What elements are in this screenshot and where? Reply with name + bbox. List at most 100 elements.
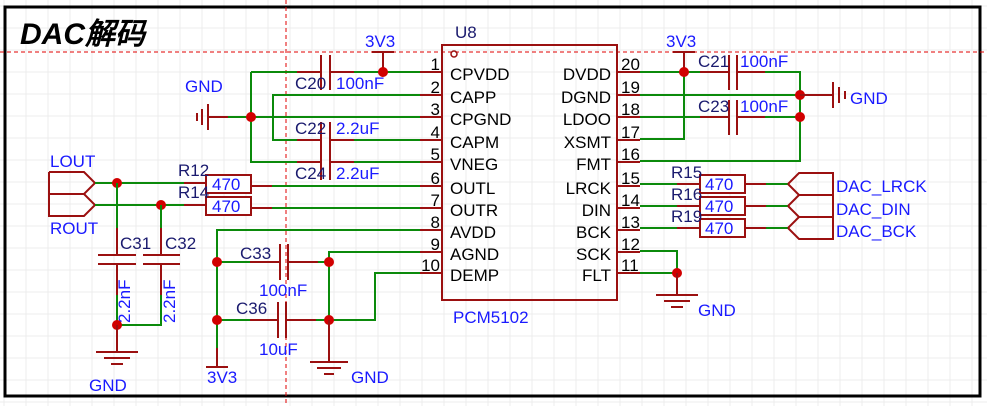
r14-ref: R14 (178, 183, 209, 202)
resistor-r15[interactable]: R15 470 (671, 163, 766, 194)
c21-value: 100nF (740, 52, 788, 71)
gnd-right-label: GND (850, 89, 888, 108)
wire (250, 72, 297, 163)
capacitor-c31[interactable]: C31 2.2nF (98, 228, 151, 323)
r14-value: 470 (212, 197, 240, 216)
c21-ref: C21 (698, 52, 729, 71)
capacitor-c21[interactable]: C21 100nF (698, 52, 788, 90)
pin-number: 10 (421, 256, 440, 275)
r19-ref: R19 (671, 207, 702, 226)
net-port-dac-lrck[interactable]: DAC_LRCK (787, 172, 927, 196)
c33-value: 100nF (259, 281, 307, 300)
capacitor-c22[interactable]: C22 2.2uF (295, 119, 379, 158)
pin-name: OUTR (450, 201, 498, 220)
c22-value: 2.2uF (336, 119, 379, 138)
c23-value: 100nF (740, 97, 788, 116)
resistor-r16[interactable]: R16 470 (671, 185, 766, 216)
wire-agnd (328, 251, 420, 262)
capacitor-c24[interactable]: C24 2.2uF (295, 145, 379, 183)
pin-name: CPVDD (450, 65, 510, 84)
capacitor-c32[interactable]: C32 2.2nF (143, 228, 196, 323)
ic-u8[interactable]: U8 PCM5102 1CPVDD2CAPP3CPGND4CAPM5VNEG6O… (420, 23, 640, 327)
net-port-dac-din[interactable]: DAC_DIN (787, 194, 911, 219)
resistor-r14[interactable]: R14 470 (178, 183, 272, 216)
pin-name: AVDD (450, 223, 496, 242)
power-3v3-bottom-label: 3V3 (207, 368, 237, 387)
pin-name: DVDD (563, 65, 611, 84)
resistor-r19[interactable]: R19 470 (671, 207, 766, 238)
pin-number: 19 (621, 78, 640, 97)
gnd-bottom-left-label: GND (89, 376, 127, 395)
pin-name: OUTL (450, 179, 495, 198)
wire-avdd (216, 229, 420, 262)
c24-value: 2.2uF (336, 164, 379, 183)
c20-value: 100nF (336, 74, 384, 93)
c32-ref: C32 (165, 234, 196, 253)
r19-value: 470 (705, 219, 733, 238)
net-port-dac-bck[interactable]: DAC_BCK (787, 216, 917, 241)
c36-value: 10uF (259, 340, 298, 359)
pin1-marker (450, 50, 458, 58)
capacitor-c36[interactable]: C36 10uF (236, 299, 316, 359)
pin-name: AGND (450, 245, 499, 264)
sheet-title: DAC解码 (20, 18, 148, 51)
c22-ref: C22 (295, 119, 326, 138)
wire (116, 295, 162, 326)
net-port-lout[interactable]: LOUT (48, 152, 97, 195)
ic-left-pins: 1CPVDD2CAPP3CPGND4CAPM5VNEG6OUTL7OUTR8AV… (420, 55, 511, 285)
pin-number: 6 (431, 169, 440, 188)
c31-ref: C31 (120, 234, 151, 253)
pin-name: BCK (576, 223, 612, 242)
pin-name: DEMP (450, 266, 499, 285)
pin-name: XSMT (564, 133, 611, 152)
capacitor-c33[interactable]: C33 100nF (240, 244, 318, 300)
pin-number: 17 (621, 123, 640, 142)
dac-lrck-label: DAC_LRCK (836, 177, 927, 196)
capacitor-c20[interactable]: C20 100nF (295, 55, 384, 93)
pin-name: FMT (576, 155, 611, 174)
sheet-frame (3, 5, 982, 398)
r16-ref: R16 (671, 185, 702, 204)
r16-value: 470 (705, 197, 733, 216)
pin-number: 5 (431, 145, 440, 164)
capacitor-c23[interactable]: C23 100nF (698, 97, 788, 135)
ic-designator: U8 (455, 23, 477, 42)
c20-ref: C20 (295, 74, 326, 93)
pin-number: 16 (621, 145, 640, 164)
r12-ref: R12 (178, 161, 209, 180)
resistor-r12[interactable]: R12 470 (178, 161, 272, 194)
pin-number: 12 (621, 235, 640, 254)
net-port-rout[interactable]: ROUT (48, 193, 98, 238)
junction (212, 257, 222, 267)
pin-number: 2 (431, 78, 440, 97)
dac-bck-label: DAC_BCK (836, 222, 917, 241)
junction (212, 315, 222, 325)
ic-body (441, 44, 618, 301)
c36-ref: C36 (236, 299, 267, 318)
pin-name: VNEG (450, 155, 498, 174)
pin-number: 9 (431, 235, 440, 254)
c31-value: 2.2nF (115, 280, 134, 323)
